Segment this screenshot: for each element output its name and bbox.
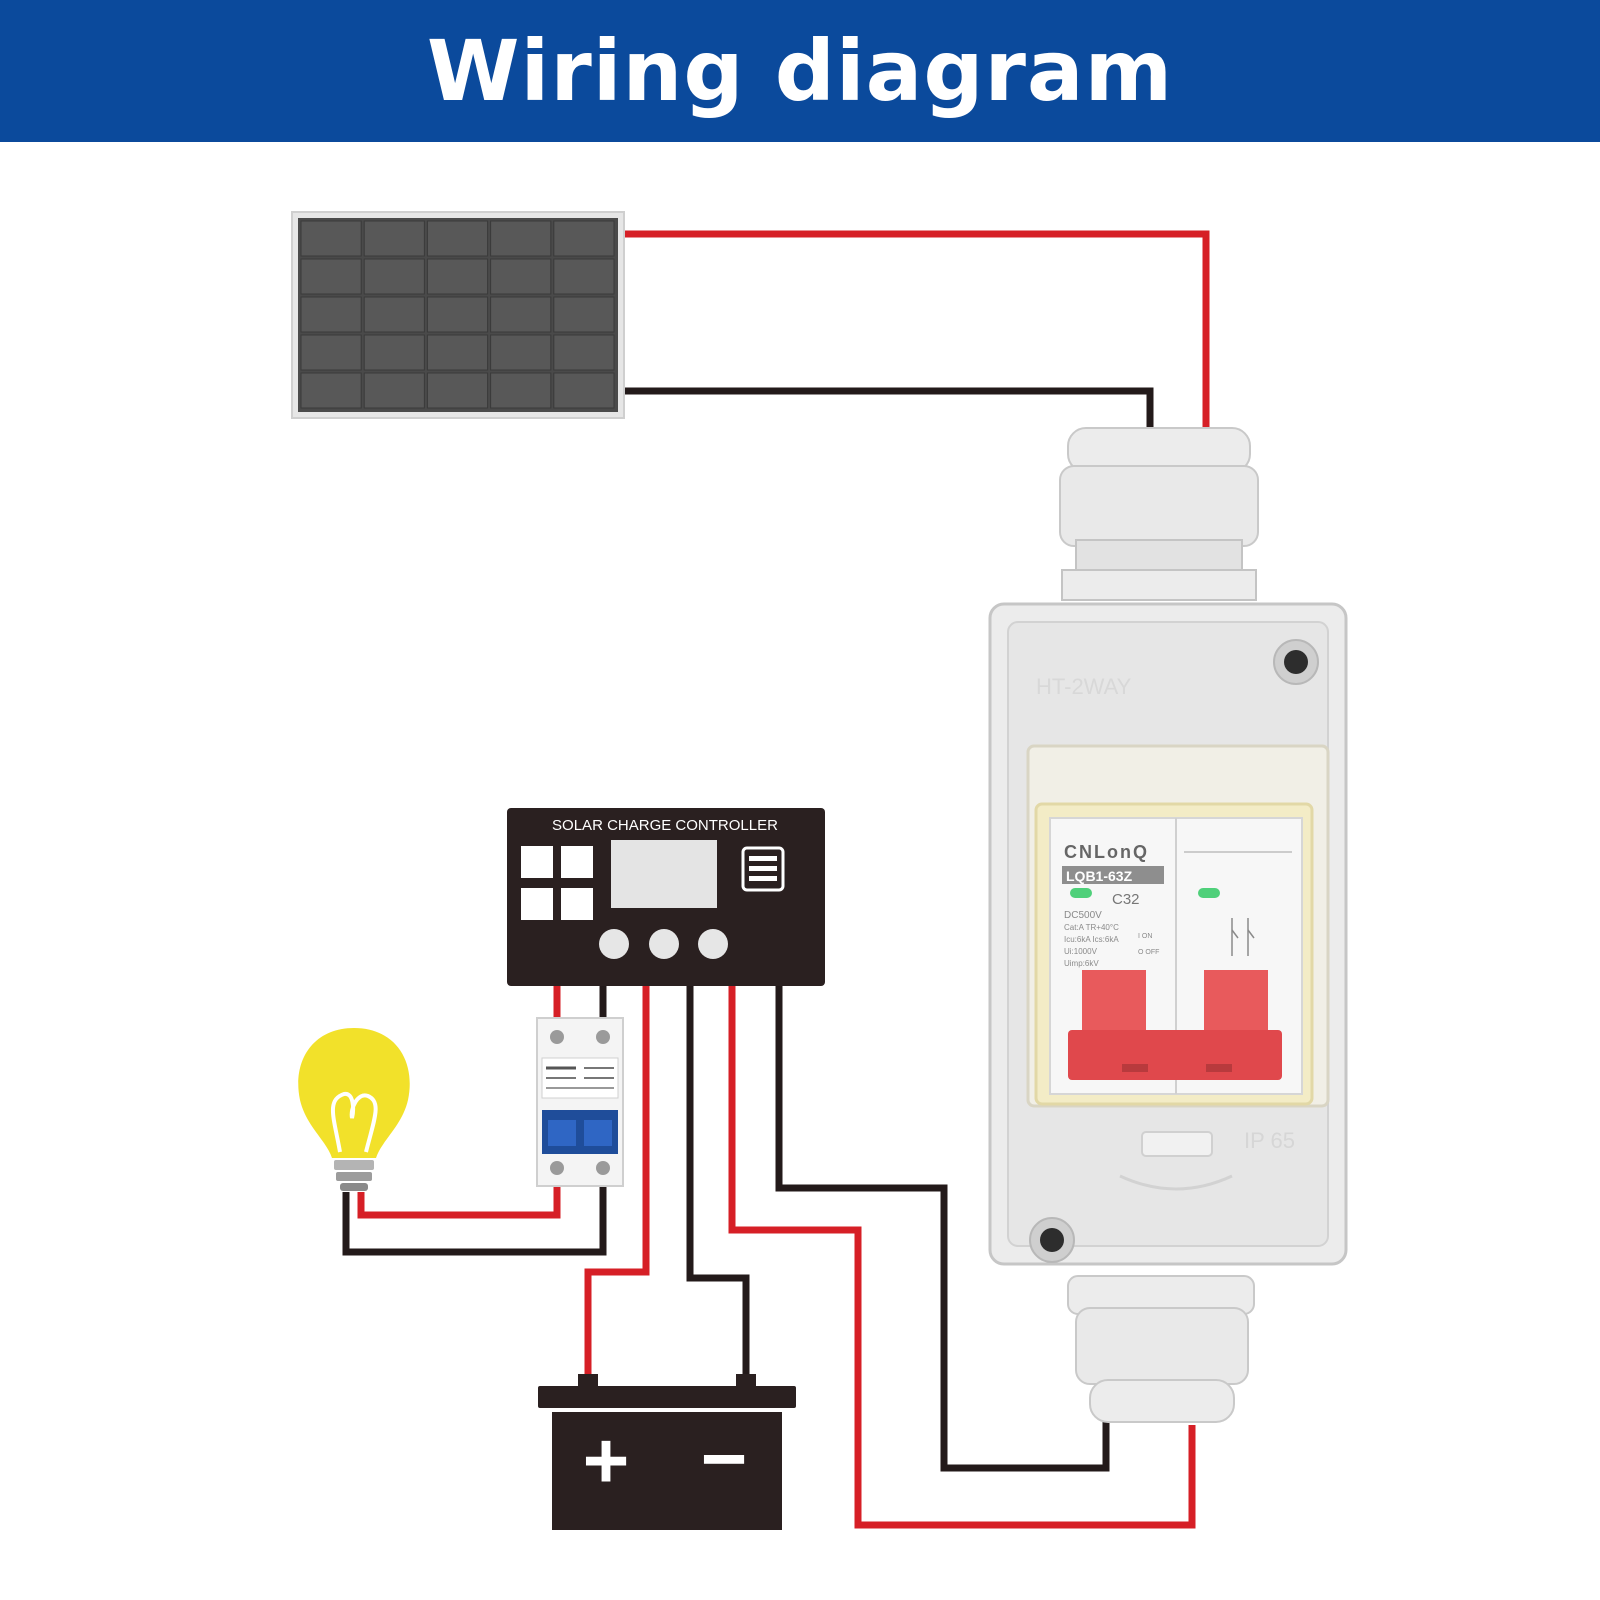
panel-cell [363,220,425,257]
bottom-cable-gland [1067,1275,1255,1423]
breaker-model: LQB1-63Z [1066,868,1133,884]
ip-rating-label: IP 65 [1244,1128,1295,1153]
controller-button-1 [599,929,629,959]
controller-button-3 [698,929,728,959]
panel-cell [553,334,615,371]
panel-cell [490,372,552,409]
panel-status-squares [521,846,593,920]
breaker-rating: C32 [1112,891,1140,908]
panel-cell [300,296,362,333]
pv-positive-wire [728,984,1196,1529]
panel-cell [490,258,552,295]
spec-line-4: Ui:1000V [1064,947,1098,956]
load-breaker [536,1017,624,1187]
spec-line-5: Uimp:6kV [1064,959,1099,968]
panel-cell [490,334,552,371]
breaker-handle-right [1204,970,1268,1032]
panel-cell [553,220,615,257]
spec-line-2: Cat:A TR+40°C [1064,923,1119,932]
battery: + − [538,1374,796,1530]
dc-breaker-enclosure: HT-2WAY CNLonQ LQB1-63Z C32 DC500V Cat:A… [988,427,1348,1423]
panel-cell [300,258,362,295]
panel-cell [363,372,425,409]
panel-cell [553,296,615,333]
breaker-handle-left [1082,970,1146,1032]
panel-cell [363,334,425,371]
controller-button-2 [649,929,679,959]
title-banner: Wiring diagram [0,0,1600,142]
panel-cell [300,334,362,371]
lamp-positive-wire [357,1182,561,1219]
charge-controller: SOLAR CHARGE CONTROLLER [507,808,825,986]
panel-cell [426,258,489,295]
battery-level-icon [741,846,785,892]
off-label: O OFF [1138,949,1159,956]
panel-cell [553,258,615,295]
panel-positive-wire [622,230,1210,430]
pv-negative-wire [775,984,1110,1472]
panel-cell [363,296,425,333]
panel-cell [426,220,489,257]
panel-cell [490,220,552,257]
panel-cell [300,372,362,409]
battery-minus-icon: − [701,1414,748,1503]
spec-line-1: DC500V [1064,910,1102,921]
indicator-right [1198,888,1220,898]
panel-cell [426,296,489,333]
panel-cell [426,334,489,371]
battery-plus-icon: + [583,1416,630,1505]
panel-cell [553,372,615,409]
lamp-negative-wire [342,1182,607,1256]
indicator-left [1070,888,1092,898]
battery-negative-wire [686,984,750,1382]
panel-cell [300,220,362,257]
panel-cell-grid [300,220,615,409]
controller-display [611,840,717,908]
breaker-handle-tie [1068,1030,1282,1080]
page-title: Wiring diagram [426,22,1174,120]
panel-cell [363,258,425,295]
spec-line-3: Icu:6kA Ics:6kA [1064,935,1119,944]
panel-negative-wire [622,387,1154,430]
pole-symbol-icon [1231,918,1255,956]
panel-cell [426,372,489,409]
top-cable-gland [1059,427,1259,601]
enclosure-label: HT-2WAY [1036,674,1132,699]
panel-cell [490,296,552,333]
breaker-brand: CNLonQ [1064,842,1149,862]
controller-label: SOLAR CHARGE CONTROLLER [552,817,778,834]
on-label: I ON [1138,933,1152,940]
battery-positive-wire [584,984,650,1382]
light-bulb-icon [298,1028,410,1191]
solar-panel [291,211,625,419]
